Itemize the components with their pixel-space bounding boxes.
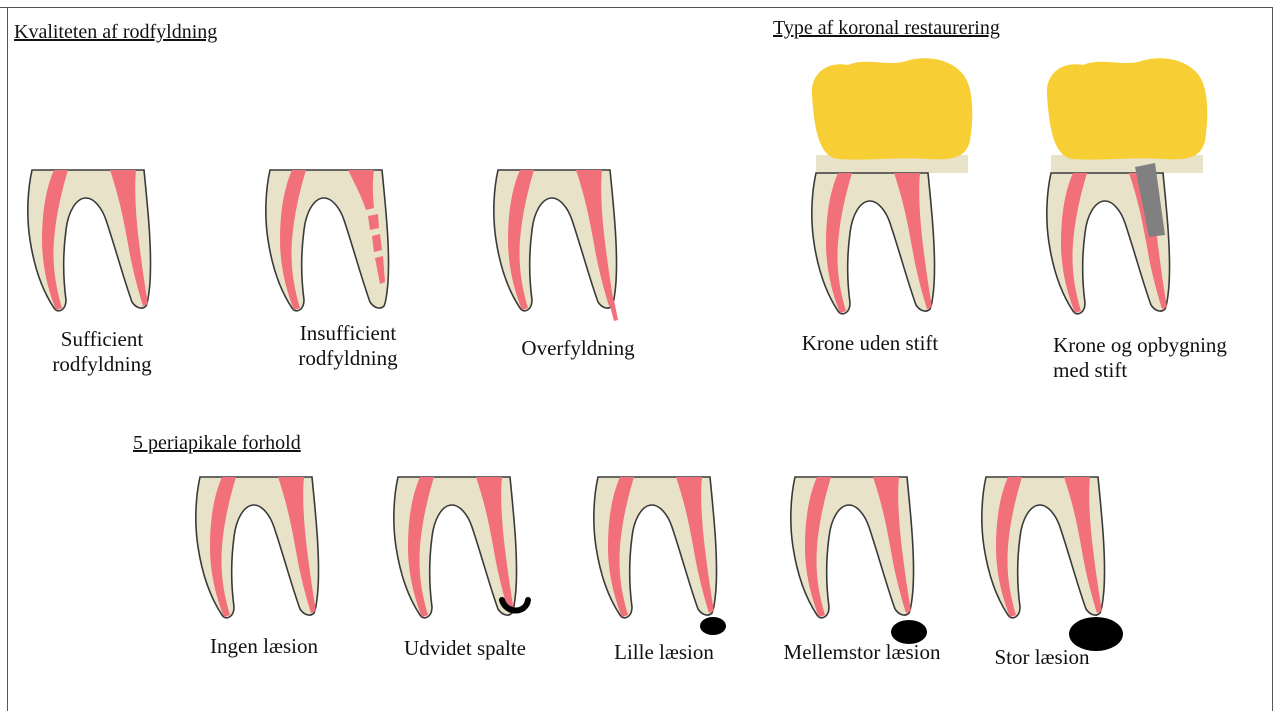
caption-large-lesion: Stor læsion xyxy=(994,645,1089,670)
tooth-roots xyxy=(394,477,517,618)
tooth-crown-without-post xyxy=(808,55,978,320)
tooth-no-lesion xyxy=(192,477,342,627)
caption-crown-with-post: Krone og opbygning med stift xyxy=(1053,333,1227,383)
caption-no-lesion: Ingen læsion xyxy=(210,634,318,659)
tooth-overfilling xyxy=(490,170,640,320)
heading-periapical-conditions: 5 periapikale forhold xyxy=(133,433,301,453)
small-lesion-mark xyxy=(700,617,726,635)
caption-overfilling: Overfyldning xyxy=(521,336,634,361)
tooth-crown-with-post xyxy=(1043,55,1213,320)
tooth-roots xyxy=(494,170,618,321)
tooth-roots xyxy=(594,477,717,618)
tooth-roots xyxy=(266,170,389,311)
tooth-roots xyxy=(812,173,935,314)
caption-insufficient-filling: Insufficient rodfyldning xyxy=(298,321,397,371)
tooth-roots xyxy=(28,170,151,311)
overfill-extrusion xyxy=(609,300,618,321)
crown xyxy=(1047,58,1207,159)
tooth-roots xyxy=(196,477,319,618)
caption-small-lesion: Lille læsion xyxy=(614,640,714,665)
frame-border-left xyxy=(7,7,8,711)
tooth-small-lesion xyxy=(590,477,740,642)
tooth-widened-space xyxy=(390,477,540,627)
frame-border-top xyxy=(0,7,1273,8)
tooth-large-lesion xyxy=(978,477,1138,657)
tooth-medium-lesion xyxy=(787,477,937,647)
heading-root-filling-quality: Kvaliteten af rodfyldning xyxy=(14,22,217,42)
caption-widened-space: Udvidet spalte xyxy=(404,636,526,661)
crown xyxy=(812,58,972,159)
caption-sufficient-filling: Sufficient rodfyldning xyxy=(52,327,151,377)
heading-coronal-restoration: Type af koronal restaurering xyxy=(773,18,1000,38)
tooth-roots xyxy=(982,477,1105,618)
tooth-roots xyxy=(791,477,914,618)
caption-crown-without-post: Krone uden stift xyxy=(802,331,938,356)
caption-medium-lesion: Mellemstor læsion xyxy=(784,640,941,665)
tooth-insufficient-filling xyxy=(262,170,412,320)
tooth-sufficient-filling xyxy=(24,170,174,320)
